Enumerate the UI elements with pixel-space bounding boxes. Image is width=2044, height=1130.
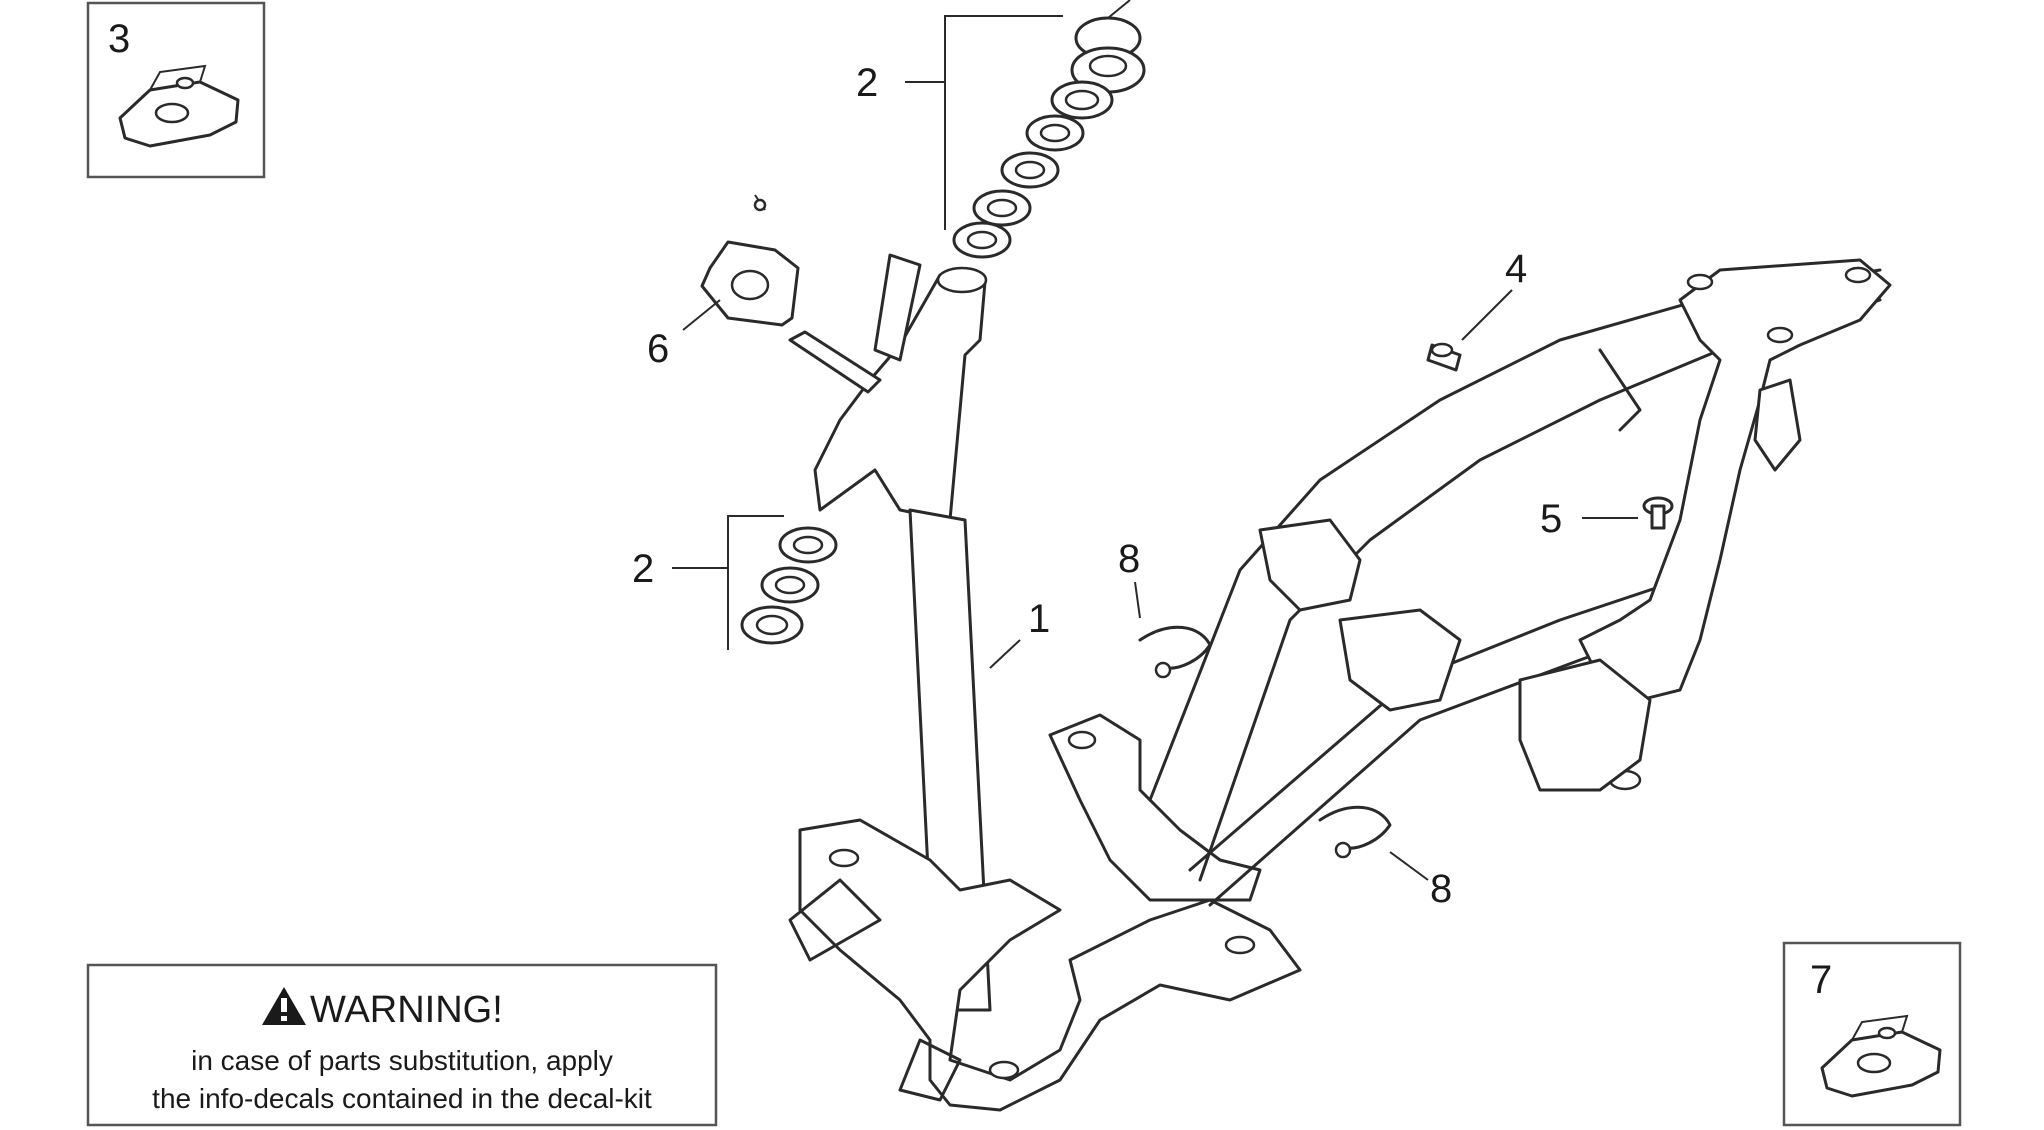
callout-4: 4 <box>1505 247 1527 291</box>
warning-triangle-icon <box>262 987 306 1025</box>
leader-bracket-2-top <box>905 15 1063 230</box>
inset-box-part-3: 3 <box>86 1 266 179</box>
leader-bracket-2-bottom <box>672 515 784 650</box>
bushing <box>1426 289 1513 372</box>
lower-bearing-set <box>740 526 838 645</box>
inset-box-part-7: 7 <box>1782 941 1962 1127</box>
cable-clip-upper <box>1134 581 1212 679</box>
callout-2-bottom: 2 <box>632 547 654 591</box>
screw <box>1582 496 1674 530</box>
main-frame <box>788 253 1892 1112</box>
cable-clip-lower <box>1318 805 1429 881</box>
callout-2-top: 2 <box>856 61 878 105</box>
warning-line-1: in case of parts substitution, apply <box>191 1045 613 1076</box>
warning-line-2: the info-decals contained in the decal-k… <box>152 1083 652 1114</box>
warning-title: WARNING! <box>310 989 503 1031</box>
callout-7: 7 <box>1810 958 1832 1002</box>
headstock-plate <box>682 194 800 331</box>
callout-6: 6 <box>647 327 669 371</box>
clip-nut-icon <box>118 64 240 148</box>
callout-1: 1 <box>1028 597 1050 641</box>
upper-bearing-set <box>952 0 1146 259</box>
callout-8-lower: 8 <box>1430 867 1452 911</box>
callout-8-upper: 8 <box>1118 537 1140 581</box>
callout-5: 5 <box>1540 497 1562 541</box>
warning-box: WARNING! in case of parts substitution, … <box>86 963 718 1127</box>
callout-3: 3 <box>108 17 130 61</box>
clip-nut-icon <box>1820 1014 1942 1098</box>
